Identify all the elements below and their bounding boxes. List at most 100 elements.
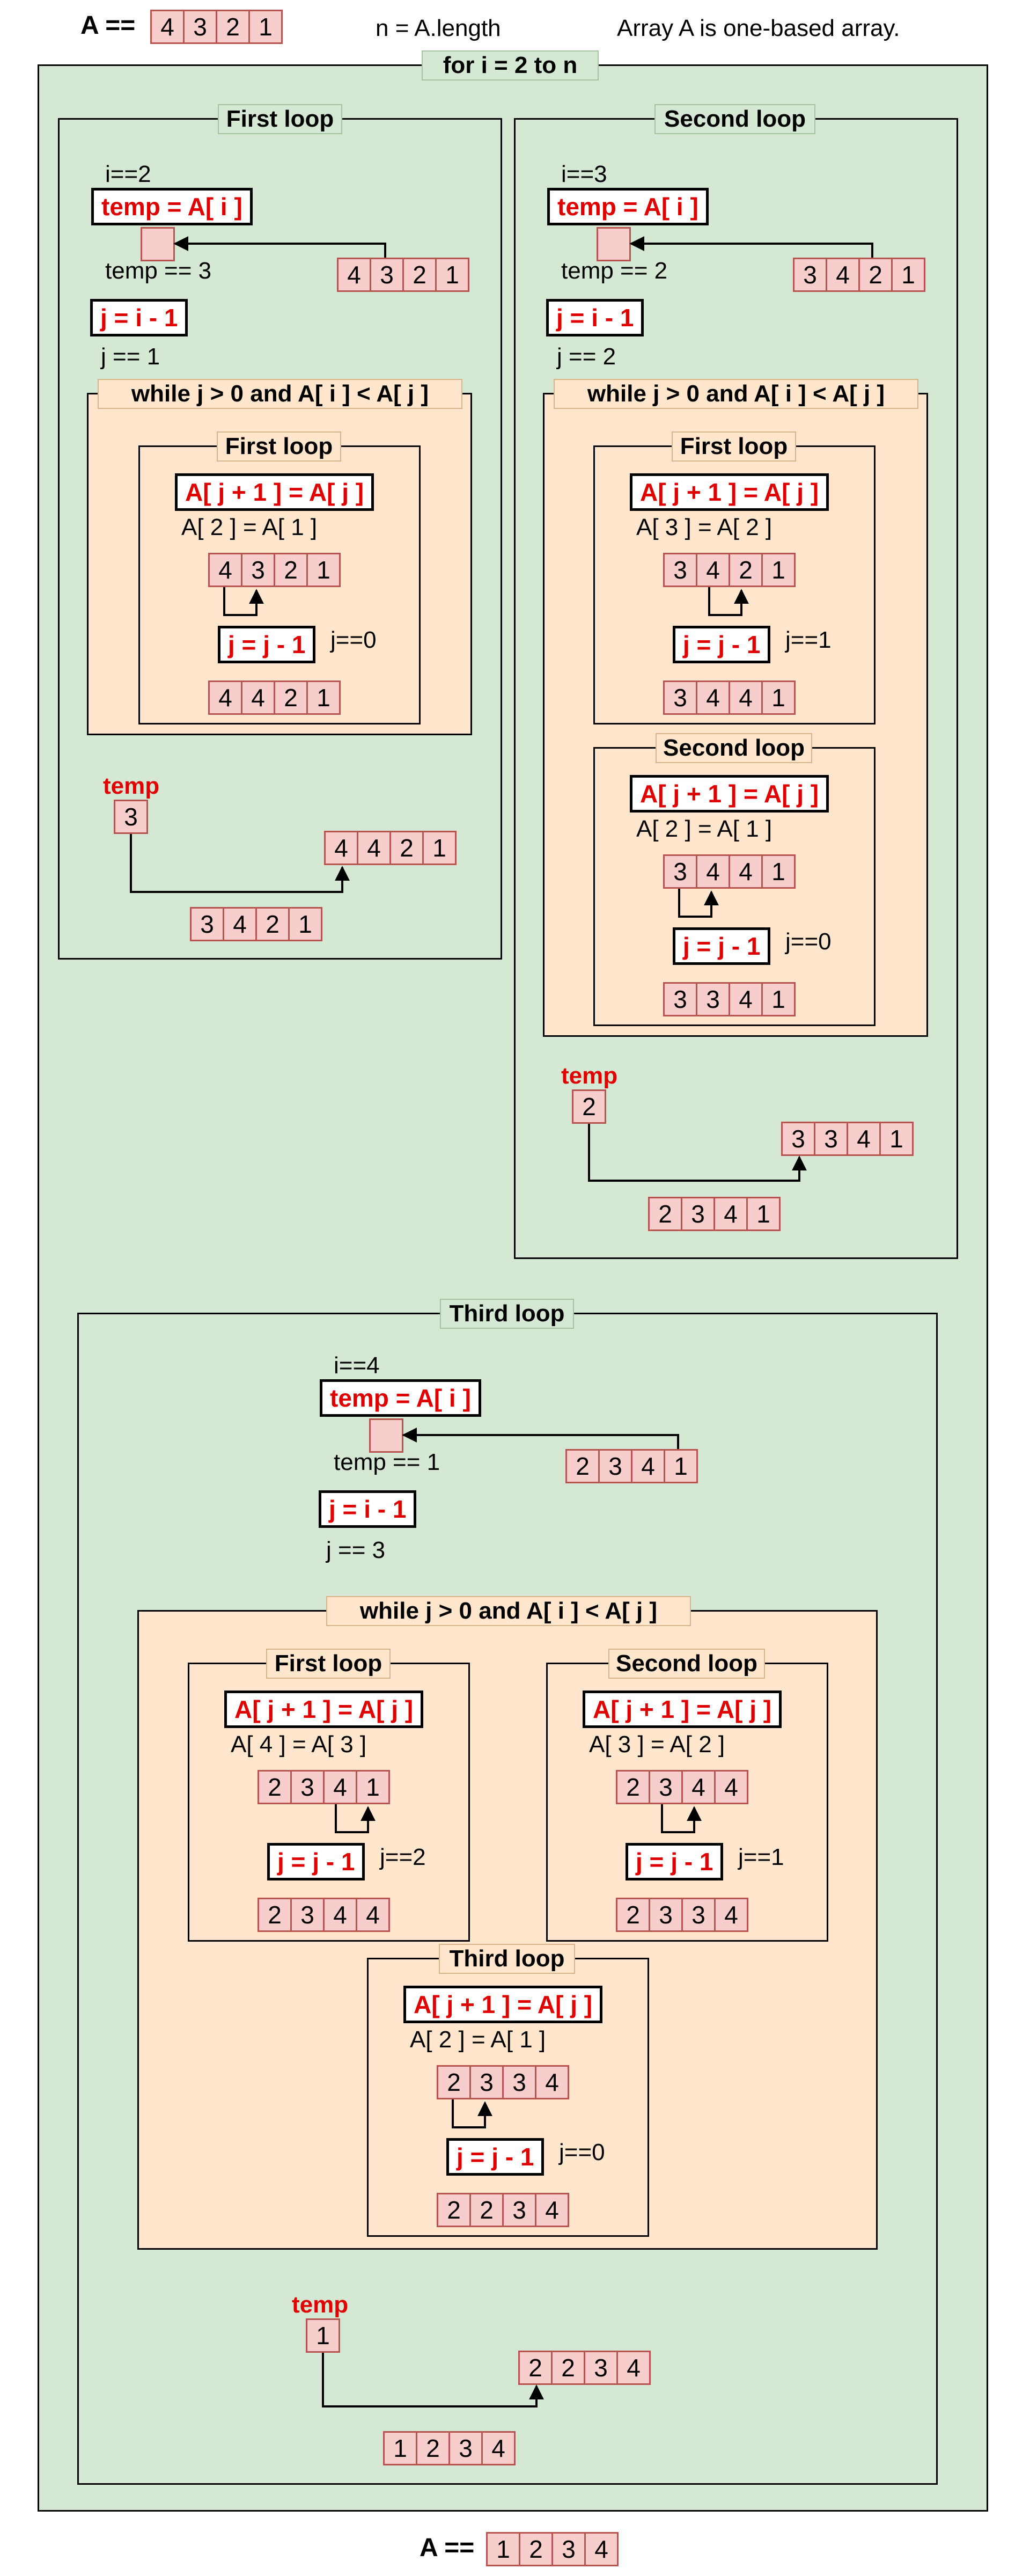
array-cell: 1: [879, 1122, 914, 1156]
loop2-while-condition: while j > 0 and A[ i ] < A[ j ]: [554, 379, 918, 409]
array-cell: 4: [714, 1898, 748, 1932]
array-cell: 1: [306, 553, 341, 587]
array-cell: 2: [729, 553, 763, 587]
loop1-temp-arrow: [173, 236, 386, 258]
array-cell: 3: [781, 1122, 815, 1156]
loop3-inner3-shift: A[ j + 1 ] = A[ j ]: [403, 1986, 603, 2023]
loop2-inner2-j-value: j==0: [785, 928, 832, 955]
array-cell: 3: [814, 1122, 848, 1156]
array-cell: 4: [208, 553, 242, 587]
array-cell: 3: [584, 2351, 618, 2385]
array-cell: 1: [761, 982, 796, 1016]
loop1-temp-label: temp: [103, 773, 160, 799]
array-cell: 2: [402, 258, 437, 292]
loop1-while-condition: while j > 0 and A[ i ] < A[ j ]: [98, 379, 462, 409]
loop3-temp-value: temp == 1: [334, 1449, 440, 1475]
array-cell: 4: [616, 2351, 651, 2385]
array-cell: 3: [793, 258, 827, 292]
array-cell: 4: [323, 1898, 357, 1932]
array-cell: 3: [663, 680, 697, 715]
loop2-inner1-shift-arrow: [708, 587, 749, 616]
array-cell: 2: [437, 2193, 471, 2227]
loop1-j-init: j = i - 1: [90, 299, 188, 336]
loop3-j-init: j = i - 1: [319, 1490, 417, 1528]
loop3-inner3-j-value: j==0: [559, 2139, 605, 2165]
loop3-j-value: j == 3: [326, 1537, 386, 1563]
array-cell: 3: [681, 1197, 715, 1231]
loop2-temp-box: 2: [572, 1089, 606, 1124]
loop2-i-value: i==3: [561, 161, 607, 187]
array-cell: 2: [216, 10, 250, 44]
loop2-inner2-shift: A[ j + 1 ] = A[ j ]: [630, 775, 829, 813]
loop1-place-arrow: [130, 834, 350, 893]
loop3-temp-arrow: [402, 1428, 679, 1449]
array-cell: 2: [858, 258, 893, 292]
loop3-inner2-index: A[ 3 ] = A[ 2 ]: [589, 1731, 725, 1758]
first-loop-title: First loop: [218, 104, 342, 134]
array-cell: 4: [323, 1770, 357, 1804]
loop2-inner1-j-value: j==1: [785, 627, 832, 653]
array-cell: 2: [648, 1197, 682, 1231]
third-loop-title: Third loop: [440, 1299, 574, 1329]
loop3-i-value: i==4: [334, 1352, 380, 1379]
loop2-inner2-jdec: j = j - 1: [673, 927, 771, 965]
loop2-inner2-index: A[ 2 ] = A[ 1 ]: [636, 816, 772, 842]
array-cell: 4: [696, 854, 730, 889]
loop2-temp-arrow: [629, 236, 873, 258]
array-cell: 4: [681, 1770, 716, 1804]
array-cell: 2: [565, 1449, 600, 1483]
loop3-inner2-shift: A[ j + 1 ] = A[ j ]: [583, 1690, 782, 1728]
array-cell: 1: [422, 831, 457, 865]
array-cell: 2: [437, 2065, 471, 2099]
array-cell: 4: [337, 258, 371, 292]
array-cell: 4: [696, 553, 730, 587]
loop1-inner1-index: A[ 2 ] = A[ 1 ]: [181, 514, 318, 540]
array-cell: 4: [150, 10, 185, 44]
loop2-inner1-jdec: j = j - 1: [673, 626, 771, 663]
loop3-inner2-title: Second loop: [608, 1649, 765, 1679]
footer-array-label: A ==: [420, 2534, 475, 2562]
loop3-temp-box: 1: [306, 2318, 340, 2353]
loop3-inner2-jdec: j = j - 1: [626, 1843, 724, 1880]
loop1-temp-assign: temp = A[ i ]: [91, 188, 253, 225]
loop3-temp-label: temp: [292, 2292, 349, 2318]
array-cell: 1: [248, 10, 283, 44]
array-cell: 1: [891, 258, 925, 292]
array-cell: 4: [729, 854, 763, 889]
loop3-inner3-index: A[ 2 ] = A[ 1 ]: [410, 2026, 546, 2053]
array-cell: 3: [190, 907, 224, 941]
array-cell: 1: [435, 258, 469, 292]
array-cell: 3: [598, 1449, 632, 1483]
header-note: Array A is one-based array.: [617, 15, 900, 41]
array-cell: 2: [274, 553, 308, 587]
loop1-inner1-title: First loop: [217, 431, 341, 462]
array-cell: 4: [729, 982, 763, 1016]
loop3-inner1-shift-arrow: [335, 1804, 376, 1833]
array-cell: 4: [714, 1770, 748, 1804]
array-cell: 4: [356, 1898, 390, 1932]
loop3-inner1-j-value: j==2: [380, 1844, 426, 1870]
loop3-inner3-title: Third loop: [439, 1944, 575, 1974]
array-cell: 2: [258, 1898, 292, 1932]
array-cell: 3: [290, 1770, 325, 1804]
loop3-inner3-jdec: j = j - 1: [446, 2138, 545, 2176]
loop1-j-value: j == 1: [101, 343, 160, 370]
array-cell: 1: [761, 854, 796, 889]
loop2-place-arrow: [588, 1124, 807, 1182]
array-cell: 1: [746, 1197, 781, 1231]
